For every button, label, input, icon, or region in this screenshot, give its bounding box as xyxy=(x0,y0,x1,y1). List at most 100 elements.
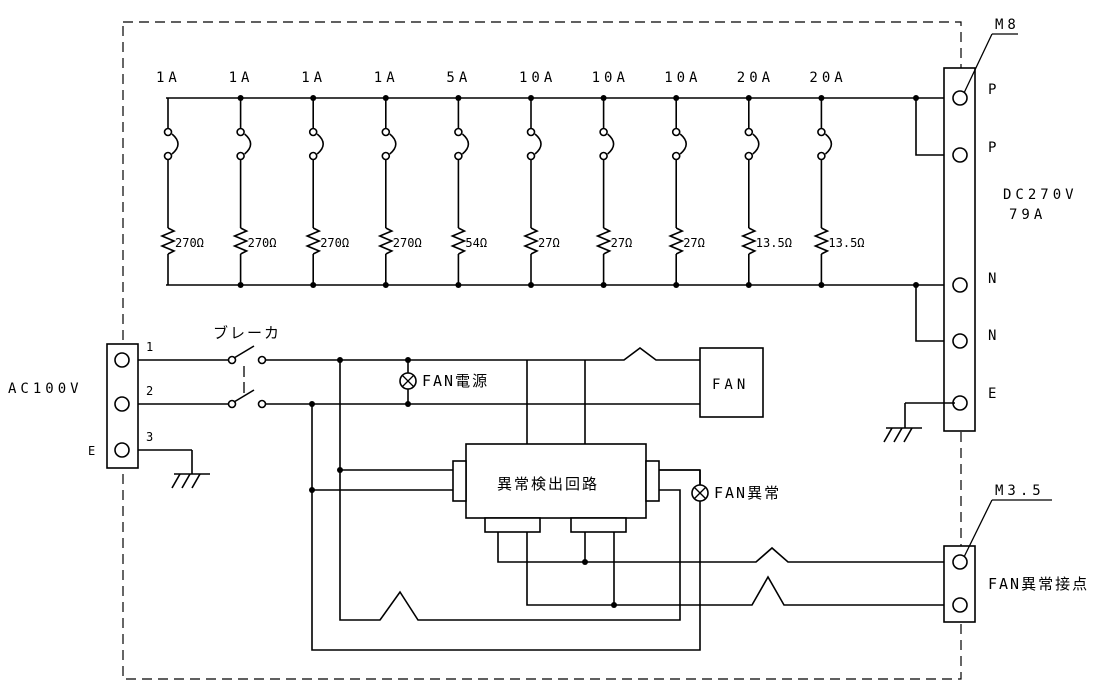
terminal-label-e: E xyxy=(988,386,1000,402)
branch-8-resistor-value: 27Ω xyxy=(683,236,705,250)
junction-dot xyxy=(237,282,244,288)
fan-unit: FAN xyxy=(309,347,764,490)
branch-10-resistor-symbol xyxy=(813,227,830,255)
alarm-contact-wiring xyxy=(497,532,955,608)
alarm-contact-label: FAN異常接点 xyxy=(988,575,1089,593)
ground-symbol xyxy=(191,473,201,489)
terminal-p1 xyxy=(952,90,968,106)
branch-1-breaker-contact xyxy=(163,127,173,137)
branch-9-resistor-value: 13.5Ω xyxy=(756,236,792,250)
branch-1-breaker-arc xyxy=(171,133,179,155)
breaker-blade xyxy=(233,345,255,359)
branch-5-breaker-contact xyxy=(454,151,463,161)
m8-leader xyxy=(963,33,993,94)
branch-4-resistor-value: 270Ω xyxy=(393,236,422,250)
junction-dot xyxy=(455,282,462,288)
branch-9-breaker-contact xyxy=(744,127,754,137)
branch-2-breaker-contact xyxy=(236,127,245,137)
ground-symbol xyxy=(893,427,903,443)
terminal-label-p1: P xyxy=(988,82,1000,98)
branch-7-resistor-value: 27Ω xyxy=(611,236,633,250)
branch-4-breaker-rating: 1A xyxy=(374,70,399,86)
ac-terminal-1 xyxy=(114,352,130,368)
fan-fault-label: FAN異常 xyxy=(714,484,781,502)
ac-pin-3: 3 xyxy=(146,430,153,444)
branch-6-breaker-arc xyxy=(534,133,542,155)
terminal-n2 xyxy=(952,333,968,349)
branch-4-resistor-symbol xyxy=(377,227,394,255)
dc-current-rating: 79A xyxy=(1009,207,1046,223)
negative-jumper xyxy=(915,285,955,342)
fan-box xyxy=(699,347,764,418)
detector-label: 異常検出回路 xyxy=(497,475,599,493)
terminal-e xyxy=(952,395,968,411)
branch-3-breaker-contact xyxy=(308,151,318,161)
branch-9-breaker-rating: 20A xyxy=(737,70,774,86)
abnormal-detector: 異常検出回路 xyxy=(309,443,701,651)
branch-5-breaker-rating: 5A xyxy=(446,70,471,86)
branch-1-breaker-contact xyxy=(163,151,173,161)
junction-dot xyxy=(310,282,317,288)
branch-7-breaker-contact xyxy=(599,127,608,137)
m35-leader xyxy=(963,499,993,558)
ac-terminal-2 xyxy=(114,396,130,412)
branch-8-breaker-contact xyxy=(671,151,681,161)
branch-10-resistor-value: 13.5Ω xyxy=(828,236,864,250)
branch-5-resistor-symbol xyxy=(450,227,467,255)
fan-power-label: FAN電源 xyxy=(422,372,489,390)
terminal-label-n2: N xyxy=(988,328,1000,344)
branch-8-breaker-arc xyxy=(679,133,687,155)
branch-5-breaker-contact xyxy=(454,127,463,137)
fan-wire-1 xyxy=(585,347,700,361)
junction-dot xyxy=(582,559,588,565)
branch-8-breaker-contact xyxy=(671,127,681,137)
detector-port-bottom xyxy=(570,517,627,533)
branch-5-breaker-arc xyxy=(461,133,470,155)
branch-3-breaker-arc xyxy=(316,133,324,155)
branch-10-breaker-contact xyxy=(817,151,826,161)
detector-port-right xyxy=(645,460,660,502)
branch-7-breaker-arc xyxy=(607,133,615,155)
ground-symbol xyxy=(181,473,191,489)
breaker-contact xyxy=(257,355,267,365)
alarm-terminal-block: M3.5 FAN異常接点 xyxy=(943,483,1089,623)
branch-2-breaker-arc xyxy=(244,133,252,155)
detector-port-left xyxy=(452,460,467,502)
fan-power-lamp: FAN電源 xyxy=(399,357,489,407)
lamp-icon xyxy=(401,374,415,388)
junction-dot xyxy=(600,282,607,288)
junction-dot xyxy=(611,602,617,608)
branch-7-breaker-rating: 10A xyxy=(592,70,629,86)
ground-symbol xyxy=(171,473,181,489)
branch-6-resistor-symbol xyxy=(522,227,540,255)
branch-8-breaker-rating: 10A xyxy=(664,70,701,86)
branch-9-breaker-contact xyxy=(744,151,754,161)
ac-terminal-3 xyxy=(114,442,130,458)
branch-7-resistor-symbol xyxy=(595,227,612,255)
branch-1-resistor-symbol xyxy=(159,227,177,255)
ground-symbol xyxy=(903,427,913,443)
dc-terminal-block: P P N N E M8 DC270V 79A xyxy=(883,17,1074,443)
ac-input-label: AC100V xyxy=(8,381,83,397)
branch-6-resistor-value: 27Ω xyxy=(538,236,560,250)
ac-ground-label: E xyxy=(88,444,95,458)
junction-dot xyxy=(405,357,411,363)
dc-screw-size: M8 xyxy=(995,17,1020,33)
branch-2-resistor-value: 270Ω xyxy=(248,236,277,250)
positive-jumper xyxy=(915,98,955,156)
junction-dot xyxy=(337,357,343,363)
branch-6-breaker-rating: 10A xyxy=(519,70,556,86)
junction-dot xyxy=(309,401,315,407)
fan-label: FAN xyxy=(712,377,749,393)
branch-8-resistor-symbol xyxy=(668,227,685,255)
branch-4-breaker-contact xyxy=(381,127,391,137)
alarm-terminal-2 xyxy=(952,597,968,613)
alarm-screw-size: M3.5 xyxy=(995,483,1045,499)
terminal-p2 xyxy=(952,147,968,163)
ac-pin-1: 1 xyxy=(146,340,153,354)
branch-2-breaker-rating: 1A xyxy=(229,70,254,86)
branch-4-breaker-arc xyxy=(389,133,397,155)
junction-dot xyxy=(913,282,919,288)
terminal-label-n1: N xyxy=(988,271,1000,287)
